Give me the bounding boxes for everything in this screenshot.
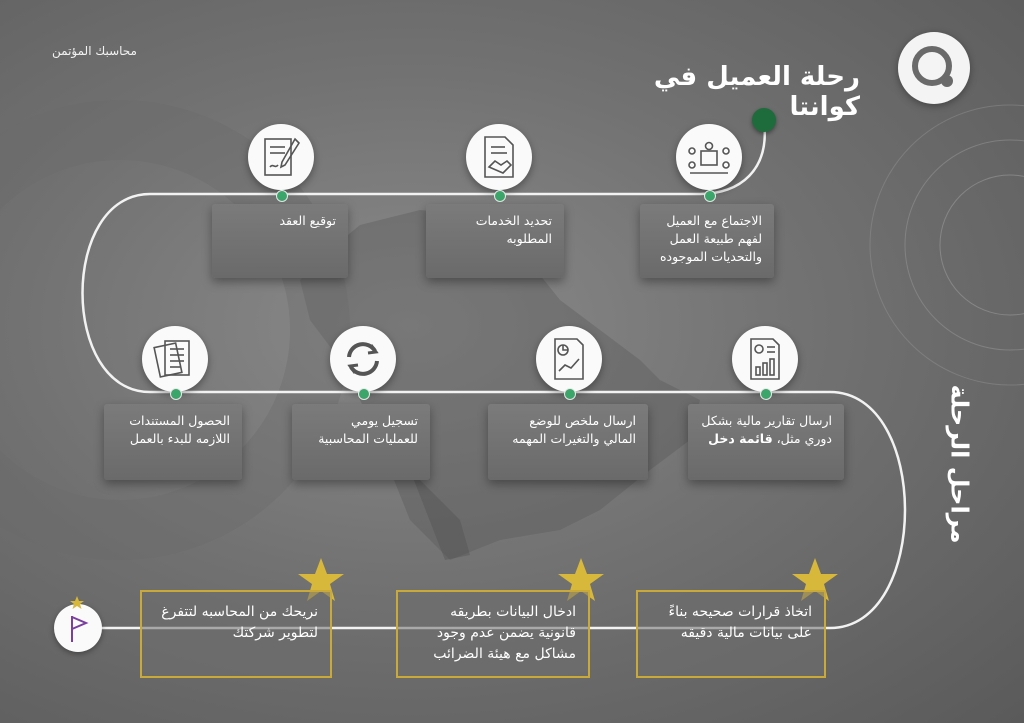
- benefit-text: نريحك من المحاسبه لتتفرغ لتطوير شركتك: [161, 604, 318, 641]
- page-title: رحلة العميل في كوانتا: [653, 62, 860, 122]
- vertical-journey-label: مراحل الرحلة: [945, 384, 974, 544]
- star-icon: [558, 558, 604, 601]
- step-card-documents: الحصول المستندات اللازمه للبدء بالعمل: [104, 404, 242, 480]
- step-dot: [760, 388, 772, 400]
- step-dot: [494, 190, 506, 202]
- documents-icon: [142, 326, 208, 392]
- step-text: تحديد الخدمات المطلوبه: [475, 213, 552, 246]
- bg-ring-1: [939, 174, 1024, 316]
- benefit-text: ادخال البيانات بطريقه قانونية يضمن عدم و…: [433, 604, 576, 662]
- financial-report-icon: [732, 326, 798, 392]
- step-dot: [276, 190, 288, 202]
- step-card-contract: توقيع العقد: [212, 204, 348, 278]
- star-icon: [792, 558, 838, 601]
- step-dot: [358, 388, 370, 400]
- contract-sign-icon: [248, 124, 314, 190]
- step-dot: [564, 388, 576, 400]
- benefit-card-data-entry: ادخال البيانات بطريقه قانونية يضمن عدم و…: [396, 590, 590, 678]
- step-text: ارسال تقارير مالية بشكل دوري مثل،: [701, 413, 832, 446]
- journey-start-dot: [752, 108, 776, 132]
- handshake-document-icon: [466, 124, 532, 190]
- bg-circle-left: [0, 100, 350, 560]
- bg-ring-3: [869, 104, 1024, 386]
- step-card-reports: ارسال تقارير مالية بشكل دوري مثل، قائمة …: [688, 404, 844, 480]
- benefit-card-decisions: اتخاذ قرارات صحيحه بناءً على بيانات مالي…: [636, 590, 826, 678]
- benefit-card-relief: نريحك من المحاسبه لتتفرغ لتطوير شركتك: [140, 590, 332, 678]
- star-icon: [298, 558, 344, 601]
- step-text: ارسال ملخص للوضع المالي والتغيرات المهمه: [512, 413, 636, 446]
- small-star-icon: [70, 596, 84, 609]
- step-text: الاجتماع مع العميل لفهم طبيعة العمل والت…: [659, 213, 762, 264]
- bg-ring-2: [904, 139, 1024, 351]
- company-logo: [898, 32, 970, 104]
- step-card-services: تحديد الخدمات المطلوبه: [426, 204, 564, 278]
- summary-chart-icon: [536, 326, 602, 392]
- step-text: تسجيل يومي للعمليات المحاسبية: [318, 413, 418, 446]
- step-text-bold: قائمة دخل: [708, 431, 773, 446]
- benefit-text: اتخاذ قرارات صحيحه بناءً على بيانات مالي…: [668, 604, 812, 641]
- step-text: توقيع العقد: [279, 213, 336, 228]
- finish-flag-icon: [54, 604, 102, 652]
- journey-path: [81, 120, 907, 630]
- meeting-icon: [676, 124, 742, 190]
- step-dot: [704, 190, 716, 202]
- step-card-daily-recording: تسجيل يومي للعمليات المحاسبية: [292, 404, 430, 480]
- map-silhouette-detail: [410, 470, 470, 560]
- step-text: الحصول المستندات اللازمه للبدء بالعمل: [129, 413, 230, 446]
- step-card-summary: ارسال ملخص للوضع المالي والتغيرات المهمه: [488, 404, 648, 480]
- brand-text: محاسبك المؤتمن: [52, 44, 137, 58]
- refresh-cycle-icon: [330, 326, 396, 392]
- step-card-meeting: الاجتماع مع العميل لفهم طبيعة العمل والت…: [640, 204, 774, 278]
- step-dot: [170, 388, 182, 400]
